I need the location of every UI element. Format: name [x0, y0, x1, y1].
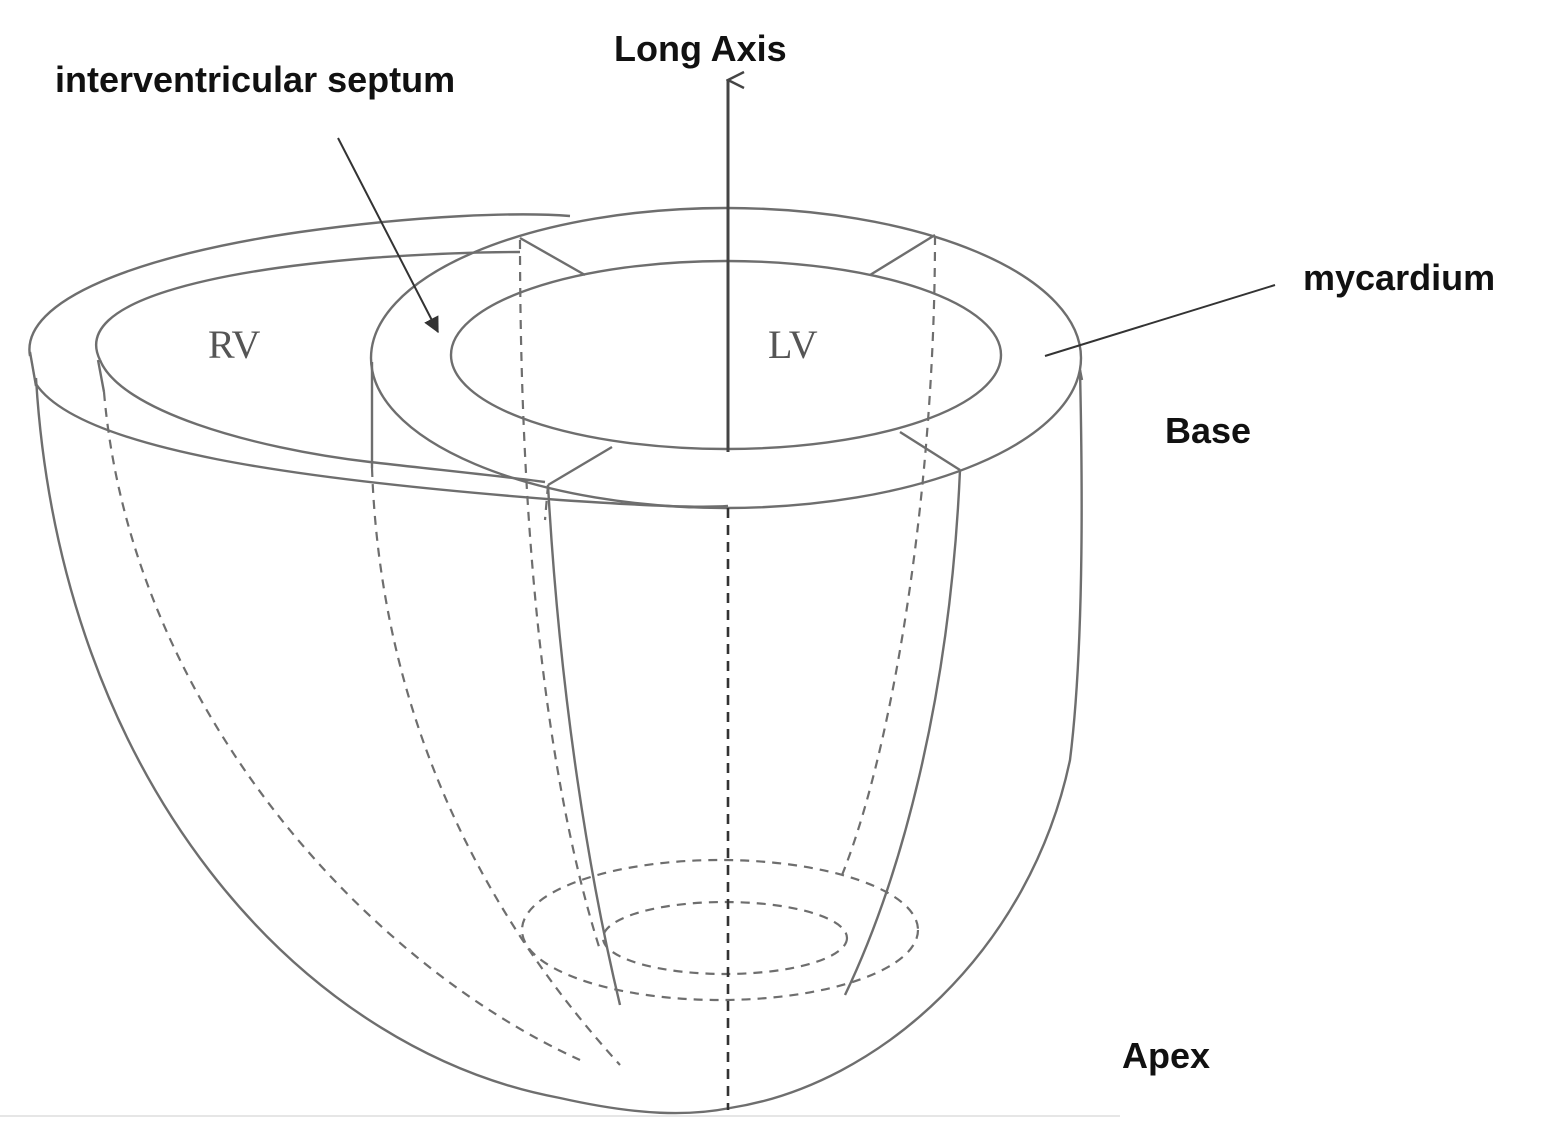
base-label: Base: [1165, 410, 1252, 451]
myocardium-label: mycardium: [1303, 257, 1496, 298]
rv-cavity-drop: [96, 359, 106, 393]
rv-label: RV: [208, 322, 261, 367]
long-axis-label: Long Axis: [614, 28, 787, 69]
rv-inner-rim: [95, 250, 521, 361]
wall-line-outer-right: [1078, 369, 1084, 381]
outer-wall-right: [729, 369, 1083, 1110]
dashed-line-lv-back-right: [838, 235, 937, 881]
segment-line-3: [547, 445, 613, 487]
lv-label: LV: [768, 322, 818, 367]
septum-label: interventricular septum: [55, 59, 456, 100]
outer-wall-left: [34, 377, 731, 1115]
rv-outer-rim: [28, 213, 571, 357]
septum-pointer: [337, 137, 439, 334]
segment-line-2: [869, 233, 936, 277]
wall-line-front-left: [546, 484, 622, 1006]
lv-inner-rim: [449, 259, 1003, 451]
segment-line-4: [899, 430, 961, 472]
myocardium-pointer: [1044, 284, 1276, 357]
apex-label: Apex: [1122, 1035, 1211, 1076]
dashed-line-inner-left: [543, 484, 550, 521]
dashed-line-lv-back-left: [518, 239, 602, 951]
apex-ring-inner: [601, 900, 849, 976]
rv-outer-rim-front: [35, 383, 729, 508]
rv-inner-rim-lower: [98, 359, 546, 484]
apex-ring-outer: [520, 858, 920, 1002]
wall-line-front-right: [843, 469, 962, 996]
dashed-line-rv-inner: [370, 467, 621, 1066]
outer-wall-left-top: [28, 351, 38, 387]
segment-line-1: [519, 236, 586, 277]
lv-outer-rim: [369, 206, 1083, 510]
dashed-line-rv-outer: [102, 391, 581, 1062]
